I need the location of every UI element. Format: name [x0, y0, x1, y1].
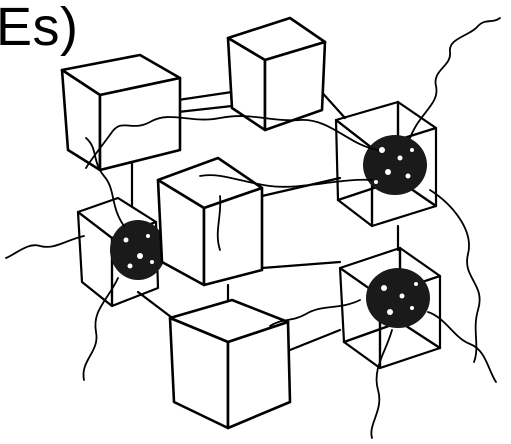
- connector-leftmiddle-bottom: [138, 292, 175, 320]
- organism-blob-lower: [366, 268, 430, 328]
- title-fragment: Es): [0, 0, 79, 58]
- connector-topleft-topmiddle: [178, 92, 232, 100]
- box-right-upper: [336, 102, 436, 226]
- box-left-middle: [78, 198, 166, 306]
- connector-center-rightlower: [262, 262, 340, 268]
- organism-blob-upper: [363, 135, 427, 195]
- box-top-middle: [228, 18, 325, 130]
- box-center: [158, 158, 262, 285]
- box-right-lower: [340, 248, 440, 368]
- box-bottom-center: [170, 300, 290, 428]
- organism-blob-left: [110, 220, 166, 280]
- connector-topleft-topmiddle-lower: [178, 106, 232, 112]
- tendril-lower-down: [371, 330, 392, 438]
- connector-bottom-rightlower: [290, 330, 340, 350]
- box-top-left: [62, 55, 180, 170]
- tendril-left-out: [6, 236, 84, 258]
